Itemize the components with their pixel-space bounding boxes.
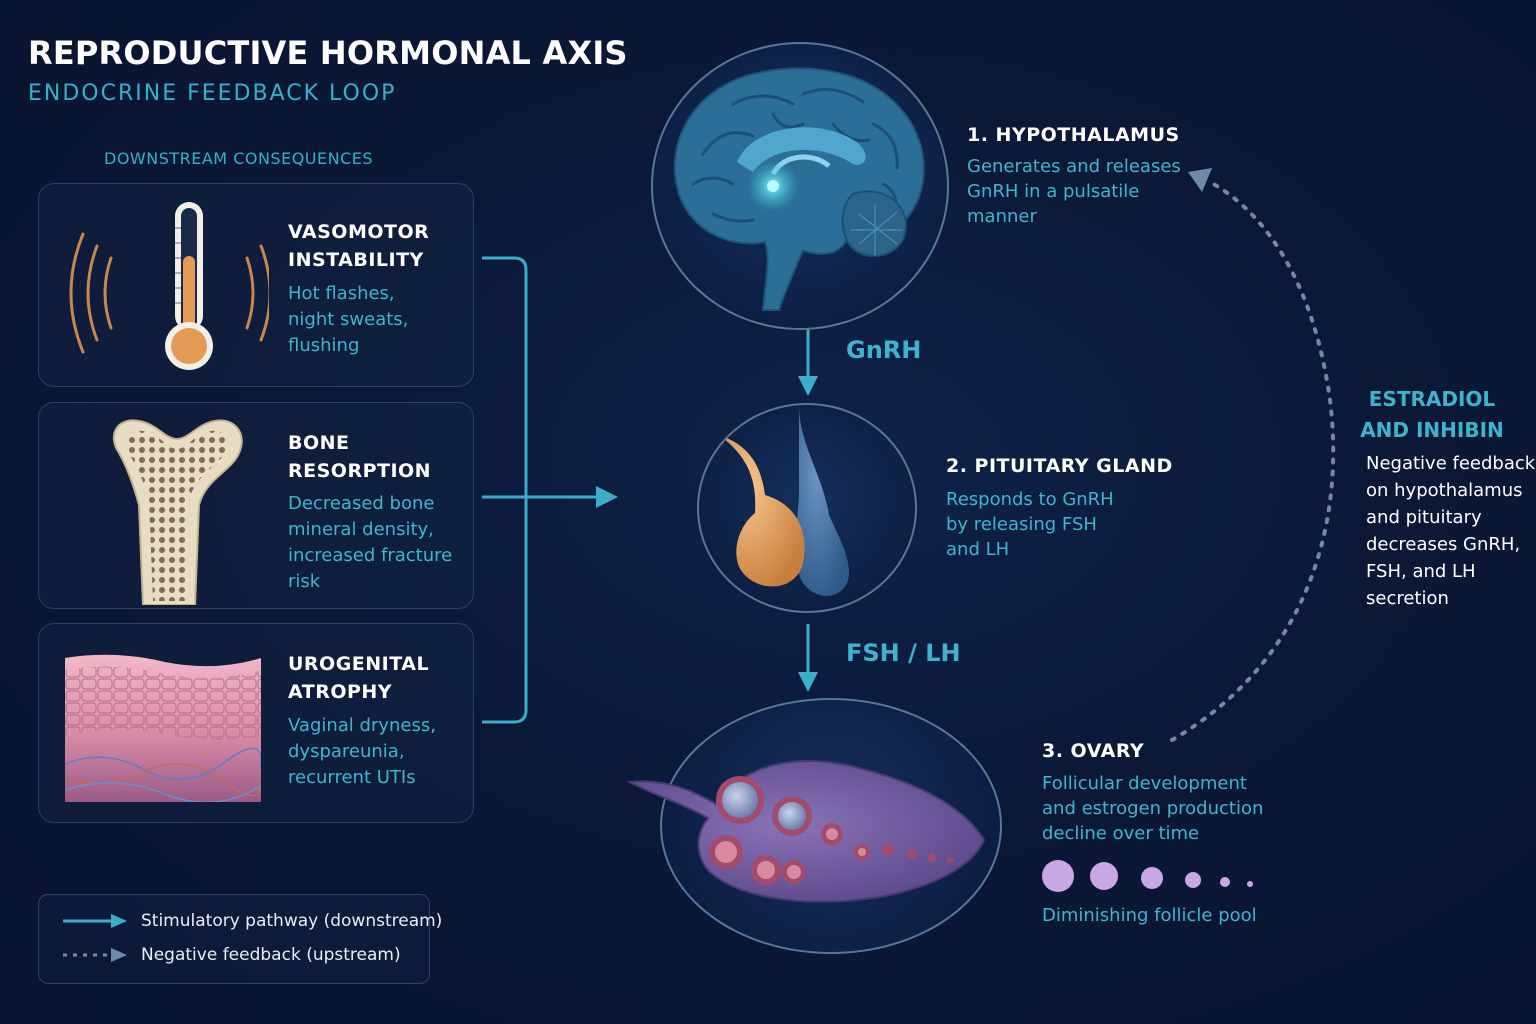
hypothalamus-desc-line2: GnRH in a pulsatile <box>967 181 1140 202</box>
pituitary-desc-line1: Responds to GnRH <box>946 489 1114 510</box>
bone-title-line2: RESORPTION <box>288 460 432 482</box>
page-subtitle: ENDOCRINE FEEDBACK LOOP <box>28 81 397 106</box>
bone-card: BONE RESORPTION Decreased bone mineral d… <box>38 402 474 609</box>
pituitary-icon <box>719 405 849 596</box>
feedback-desc-line2: on hypothalamus <box>1366 480 1523 501</box>
urogenital-desc-line1: Vaginal dryness, <box>288 715 436 736</box>
vasomotor-title-line1: VASOMOTOR <box>288 221 430 243</box>
pituitary-desc-line3: and LH <box>946 539 1010 560</box>
gnrh-arrowhead <box>798 376 818 396</box>
tissue-icon <box>65 654 261 802</box>
brain-icon <box>673 67 925 311</box>
consequences-section-label: DOWNSTREAM CONSEQUENCES <box>104 149 374 168</box>
page-title: REPRODUCTIVE HORMONAL AXIS <box>28 34 628 72</box>
feedback-desc-line5: FSH, and LH <box>1366 561 1476 582</box>
hypothalamus-desc-line3: manner <box>967 206 1037 227</box>
feedback-desc-line4: decreases GnRH, <box>1366 534 1521 555</box>
legend-stimulatory-label: Stimulatory pathway (downstream) <box>141 911 443 931</box>
ovary-desc-line2: and estrogen production <box>1042 798 1264 819</box>
urogenital-card: UROGENITAL ATROPHY Vaginal dryness, dysp… <box>38 623 474 823</box>
ovary-circle <box>626 698 1002 954</box>
legend: Stimulatory pathway (downstream) Negativ… <box>38 894 442 984</box>
bone-title-line1: BONE <box>288 432 350 454</box>
follicle-pool-dots <box>1042 860 1253 892</box>
urogenital-title-line2: ATROPHY <box>288 681 393 703</box>
hypothalamus-circle <box>651 42 949 330</box>
legend-icons <box>63 914 127 962</box>
urogenital-title-line1: UROGENITAL <box>288 653 430 675</box>
gnrh-label: GnRH <box>846 336 922 364</box>
fsh-lh-arrowhead <box>798 672 818 692</box>
legend-feedback-label: Negative feedback (upstream) <box>141 945 401 965</box>
feedback-title-line2: AND INHIBIN <box>1360 418 1504 442</box>
thermometer-icon <box>69 202 269 370</box>
ovary-icon <box>626 760 986 903</box>
vasomotor-desc-line2: night sweats, <box>288 309 409 330</box>
hypothalamus-title: 1. HYPOTHALAMUS <box>967 124 1180 146</box>
ovary-title: 3. OVARY <box>1042 740 1145 762</box>
pituitary-circle <box>697 403 917 613</box>
vasomotor-desc-line3: flushing <box>288 335 360 356</box>
negative-feedback-arrowhead <box>1188 168 1212 192</box>
hypothalamus-desc-line1: Generates and releases <box>967 156 1181 177</box>
bracket-arrowhead <box>596 486 618 508</box>
bone-desc-line4: risk <box>288 571 321 592</box>
vasomotor-title-line2: INSTABILITY <box>288 249 424 271</box>
ovary-desc-line1: Follicular development <box>1042 773 1247 794</box>
negative-feedback-arc <box>1170 180 1336 742</box>
feedback-desc-line1: Negative feedback <box>1366 453 1536 474</box>
consequences-bracket <box>482 256 528 724</box>
pituitary-desc-line2: by releasing FSH <box>946 514 1097 535</box>
bone-icon <box>112 419 243 605</box>
follicle-pool-label: Diminishing follicle pool <box>1042 905 1257 926</box>
bone-desc-line3: increased fracture <box>288 545 453 566</box>
urogenital-desc-line2: dyspareunia, <box>288 741 405 762</box>
urogenital-desc-line3: recurrent UTIs <box>288 767 416 788</box>
vasomotor-card: VASOMOTOR INSTABILITY Hot flashes, night… <box>38 183 474 387</box>
fsh-lh-label: FSH / LH <box>846 639 961 667</box>
vasomotor-desc-line1: Hot flashes, <box>288 283 395 304</box>
bone-desc-line2: mineral density, <box>288 519 434 540</box>
feedback-desc-line6: secretion <box>1366 588 1449 609</box>
feedback-title-line1: ESTRADIOL <box>1368 387 1496 411</box>
bone-desc-line1: Decreased bone <box>288 493 435 514</box>
feedback-desc-line3: and pituitary <box>1366 507 1482 528</box>
ovary-desc-line3: decline over time <box>1042 823 1200 844</box>
pituitary-title: 2. PITUITARY GLAND <box>946 455 1173 477</box>
